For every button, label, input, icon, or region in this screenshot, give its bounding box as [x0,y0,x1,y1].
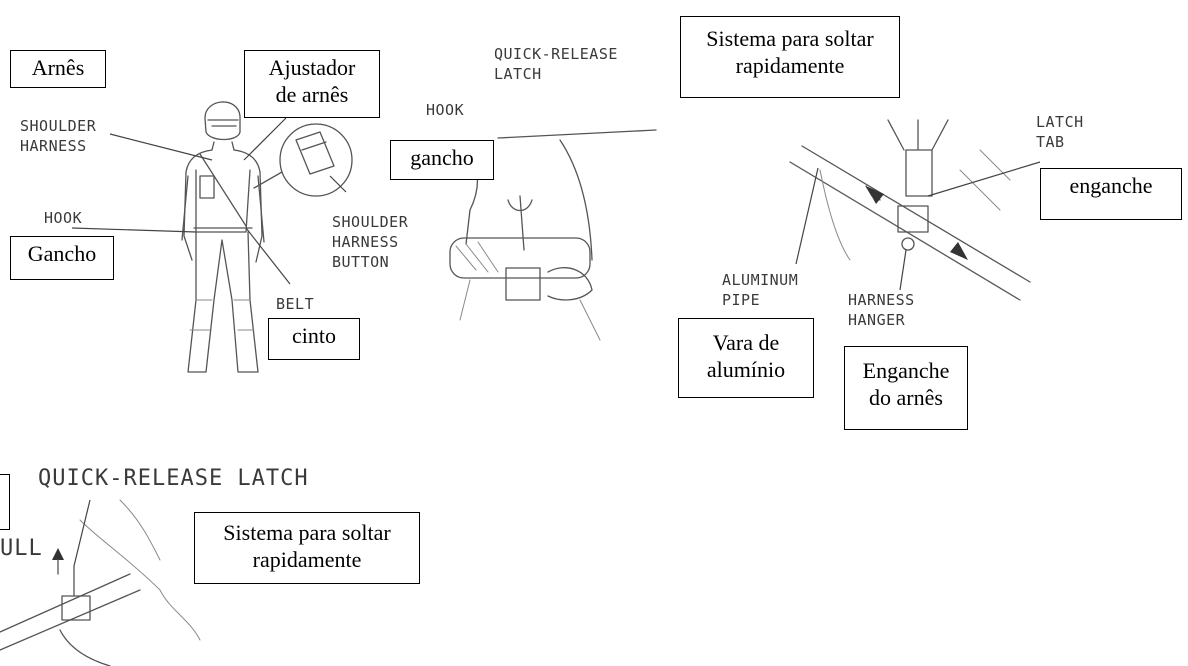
operator-figure-icon [181,101,353,373]
label-harness-hanger: HARNESS HANGER [848,291,915,329]
label-quick-release-latch-bottom: QUICK-RELEASE LATCH [38,466,309,491]
label-belt: BELT [276,295,315,313]
box-ajustador: Ajustador de arnês [244,50,380,118]
box-enganche: enganche [1040,168,1182,220]
leader-lines [71,117,347,285]
box-sistema-bottom: Sistema para soltar rapidamente [194,512,420,584]
hook-pipe-illustration-icon [449,129,657,341]
label-pull: ULL [0,536,43,561]
box-arnes: Arnês [10,50,106,88]
pipe-hanger-illustration-icon [789,119,1041,301]
box-vara: Vara de alumínio [678,318,814,398]
latch-closeup-illustration-icon [0,499,201,666]
box-gancho-mid: gancho [390,140,494,180]
box-gancho-left: Gancho [10,236,114,280]
box-partial-left [0,474,10,530]
box-enganche-arnes: Enganche do arnês [844,346,968,430]
label-latch-tab: LATCH TAB [1036,113,1084,151]
label-aluminum-pipe: ALUMINUM PIPE [722,271,799,309]
label-hook-left: HOOK [44,209,83,227]
label-hook-middle: HOOK [426,101,465,119]
box-sistema-top: Sistema para soltar rapidamente [680,16,900,98]
box-cinto: cinto [268,318,360,360]
label-quick-release-latch-top: QUICK-RELEASE LATCH [494,45,618,83]
label-shoulder-harness: SHOULDER HARNESS [20,117,97,155]
label-shoulder-harness-button: SHOULDER HARNESS BUTTON [332,213,409,271]
